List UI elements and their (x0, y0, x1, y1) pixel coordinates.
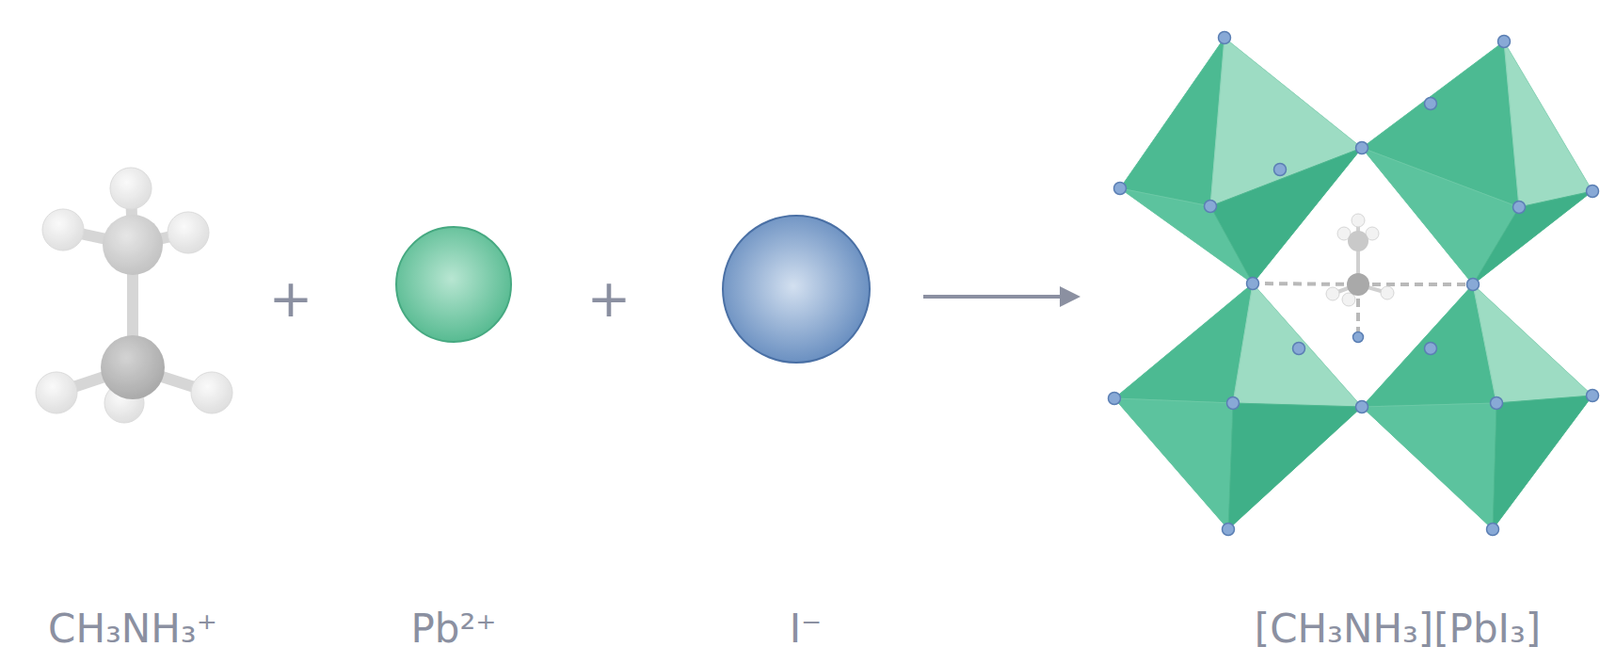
species-node: [CH₃NH₃][PbI₃] (1080, 28, 1600, 655)
species-label: [CH₃NH₃][PbI₃] (1254, 607, 1541, 651)
species-node: Pb²⁺ (385, 216, 528, 655)
plus-sign: + (269, 272, 314, 325)
iodide-ion (722, 215, 870, 363)
reaction-arrow (923, 286, 1081, 307)
species-node: CH₃NH₃⁺ (28, 160, 255, 655)
species-node: I⁻ (692, 207, 919, 655)
plus-sign: + (587, 272, 632, 325)
perovskite-structure (1108, 32, 1600, 536)
species-label: CH₃NH₃⁺ (48, 607, 218, 651)
species-label: Pb²⁺ (411, 607, 497, 651)
lead-ion (396, 226, 512, 342)
species-label: I⁻ (789, 607, 823, 651)
methylammonium-molecule (35, 167, 233, 423)
